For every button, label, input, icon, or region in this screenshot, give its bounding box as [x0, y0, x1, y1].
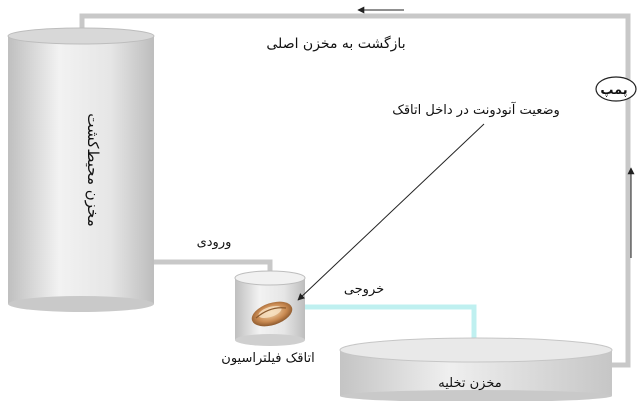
- outlet-label: خروجی: [344, 282, 384, 297]
- inlet-label: ورودی: [197, 235, 232, 250]
- tooth-specimen: [251, 301, 293, 327]
- pump-label: پمپ: [600, 83, 627, 98]
- drain-tank: [339, 337, 613, 401]
- return-pipe: [72, 13, 631, 368]
- main-tank-label: مخزن محیط‌کشت: [84, 113, 102, 227]
- outlet-pipe: [305, 304, 477, 345]
- main-tank: [7, 27, 155, 312]
- filtration-chamber-label: اتاقک فیلتراسیون: [221, 351, 314, 366]
- drain-tank-label: مخزن تخلیه: [438, 376, 501, 391]
- return-label: بازگشت به مخزن اصلی: [266, 35, 405, 52]
- tooth-status-pointer: [297, 123, 485, 301]
- pump: [595, 76, 637, 102]
- tooth-status-label: وضعیت آنودونت در داخل اتاقک: [392, 101, 560, 118]
